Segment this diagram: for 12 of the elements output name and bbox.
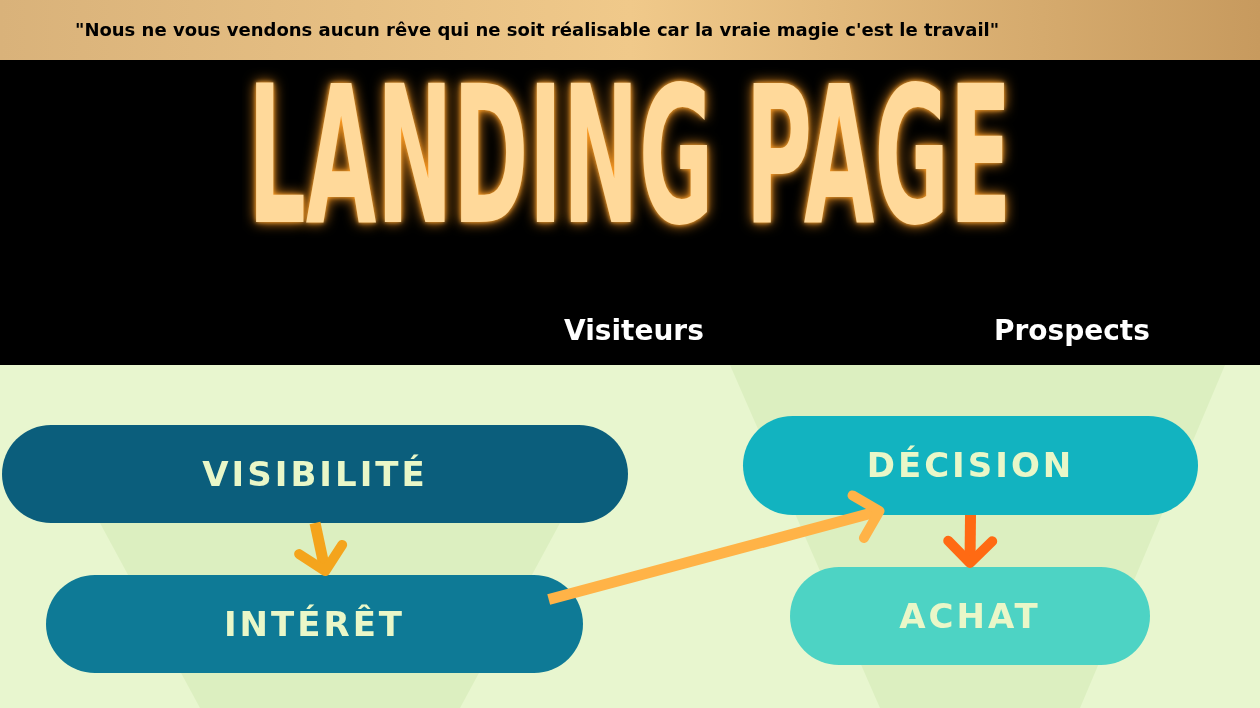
stage-label: VISIBILITÉ [202,452,428,496]
arrow [943,514,998,568]
arrow [294,521,348,576]
stage-label: DÉCISION [866,444,1075,487]
title: LANDING PAGE [248,62,1012,262]
stage-label: INTÉRÊT [223,602,406,646]
arrow [547,490,885,605]
column-heading: Visiteurs [564,313,704,349]
stage-pill [743,416,1198,515]
quote-text: "Nous ne vous vendons aucun rêve qui ne soit réalisable car la vraie magie c'est le travail" [75,18,1000,42]
column-heading: Prospects [994,313,1150,349]
stage-label: ACHAT [899,594,1041,638]
